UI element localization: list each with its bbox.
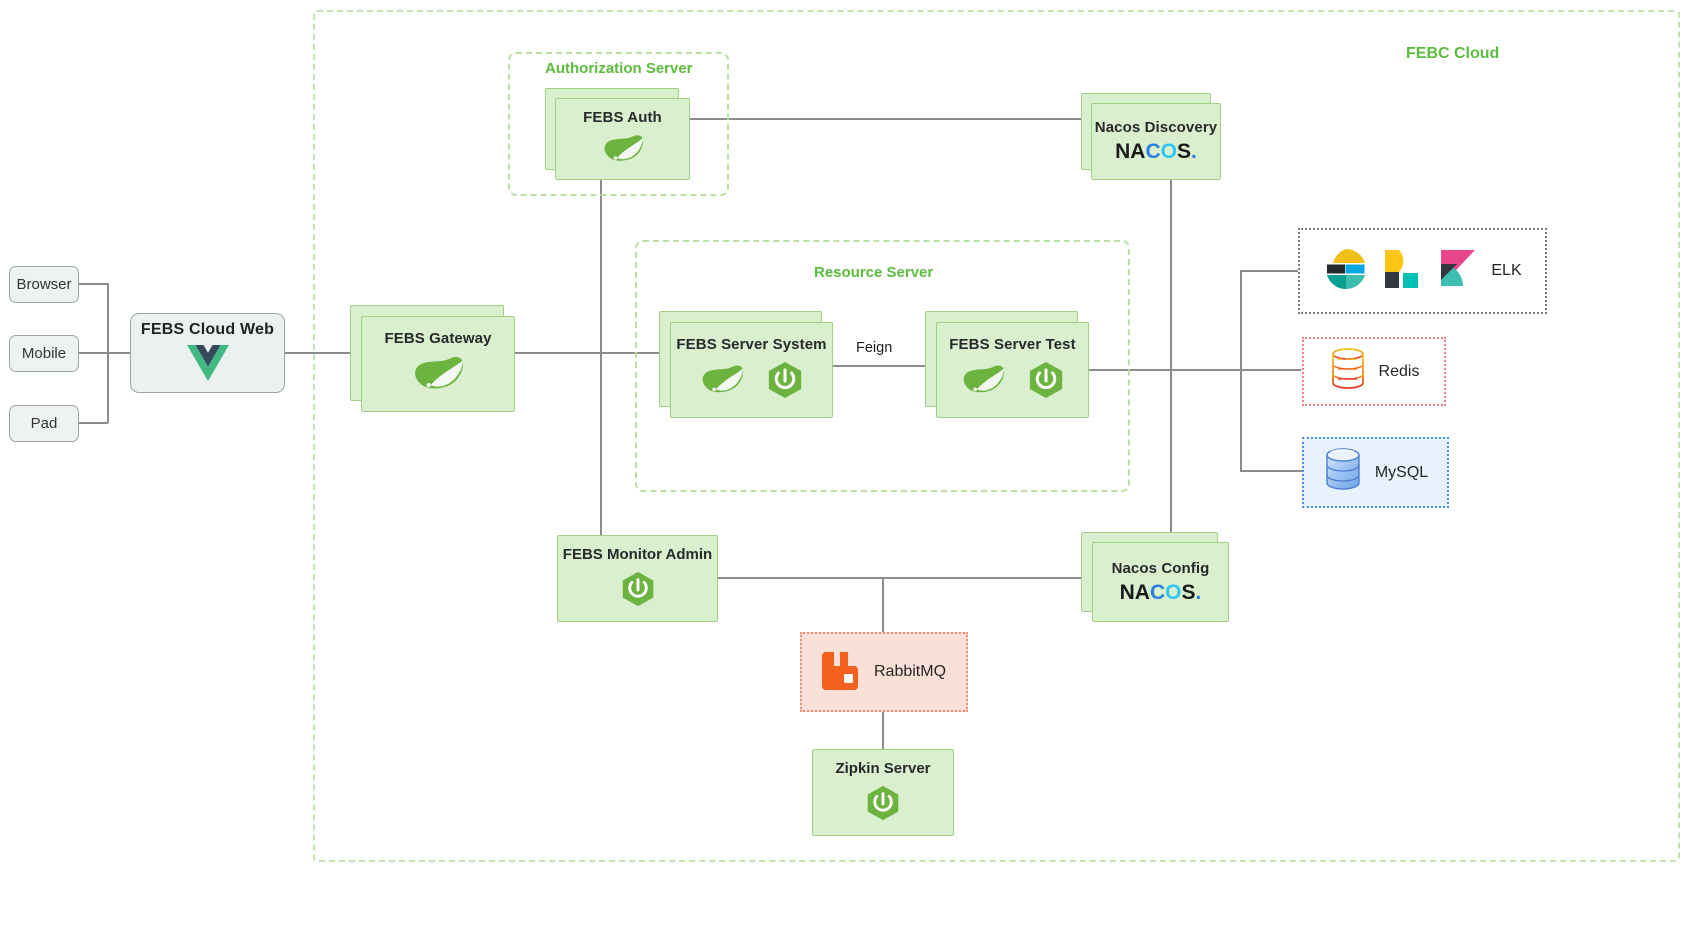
nacos-discovery-service[interactable]: Nacos Discovery NACOS. [1081,93,1221,180]
edge-client-bus [107,283,109,423]
febs-auth-label: FEBS Auth [583,109,662,126]
client-mobile[interactable]: Mobile [9,335,79,372]
nacos-discovery-label: Nacos Discovery [1094,119,1218,136]
edge-rabbit-up [882,577,884,632]
edge-monitor-nacosconfig [716,577,1082,579]
edge-bus-elk [1240,270,1300,272]
edge-gateway-resource [513,352,675,354]
spring-leaf-icon [412,355,464,398]
febc-cloud-boundary [313,10,1680,862]
febs-monitor-admin-label: FEBS Monitor Admin [562,545,713,563]
nacos-config-service[interactable]: Nacos Config NACOS. [1081,532,1229,622]
febs-gateway-label: FEBS Gateway [384,330,492,347]
edge-rabbit-zipkin [882,708,884,749]
elasticsearch-icon [1323,246,1369,297]
group-authorization-server [508,52,729,196]
mysql-cylinder-icon [1323,447,1363,498]
febs-server-system-label: FEBS Server System [676,336,827,353]
febs-monitor-admin-service[interactable]: FEBS Monitor Admin [557,535,718,622]
febs-server-system-service[interactable]: FEBS Server System [659,311,833,418]
client-pad-label: Pad [30,415,58,432]
nacos-logo-na: NA [1119,580,1150,604]
febs-server-test-label: FEBS Server Test [949,336,1076,353]
group-resource-server-label: Resource Server [814,264,934,281]
edge-web-gateway [284,352,362,354]
febc-cloud-label: FEBC Cloud [1406,45,1500,62]
kibana-icon [1435,246,1481,297]
edge-right-bus [1240,270,1242,470]
edge-bus-mysql [1240,470,1302,472]
edge-test-right [1086,369,1301,371]
client-browser[interactable]: Browser [9,266,79,303]
edge-nacos-vertical [1170,177,1172,532]
edge-auth-top [600,118,1082,120]
group-authorization-server-label: Authorization Server [545,60,693,77]
nacos-config-label: Nacos Config [1111,559,1210,577]
zipkin-server-label: Zipkin Server [835,759,931,777]
edge-label-feign: Feign [851,340,898,356]
nacos-logo-s: S [1181,580,1196,604]
redis-cylinder-icon [1329,347,1367,396]
edge-mobile-bus [79,352,134,354]
febs-gateway-service[interactable]: FEBS Gateway [350,305,515,412]
spring-leaf-icon [961,364,1005,401]
zipkin-server-service[interactable]: Zipkin Server [812,749,954,836]
redis-store[interactable]: Redis [1302,337,1446,406]
nacos-logo-s: S [1177,140,1192,163]
client-mobile-label: Mobile [21,345,67,362]
febs-cloud-web-label: FEBS Cloud Web [140,320,275,338]
mysql-label: MySQL [1374,463,1429,481]
rabbitmq-store[interactable]: RabbitMQ [800,632,968,712]
elk-label: ELK [1491,262,1522,279]
edge-browser-bus [79,283,108,285]
nacos-logo-c: C [1145,140,1161,163]
nacos-logo-o: O [1165,580,1182,604]
vue-icon [186,344,229,386]
nacos-logo-dot: . [1195,580,1202,604]
spring-boot-icon [766,361,804,404]
group-resource-server [635,240,1130,492]
nacos-logo-dot: . [1191,140,1197,163]
spring-leaf-icon [602,134,644,169]
redis-label: Redis [1378,362,1420,380]
febs-server-test-service[interactable]: FEBS Server Test [925,311,1089,418]
nacos-logo: NACOS. [1120,581,1202,605]
spring-boot-icon [1027,361,1065,404]
nacos-logo: NACOS. [1115,140,1197,164]
spring-boot-icon [865,785,901,826]
elk-store[interactable]: ELK [1298,228,1547,314]
spring-boot-icon [620,571,656,612]
edge-feign [820,365,928,367]
febs-auth-service[interactable]: FEBS Auth [545,88,690,180]
mysql-store[interactable]: MySQL [1302,437,1449,508]
spring-leaf-icon [700,364,744,401]
edge-pad-bus [79,422,108,424]
rabbitmq-label: RabbitMQ [873,663,947,680]
client-pad[interactable]: Pad [9,405,79,442]
febs-cloud-web[interactable]: FEBS Cloud Web [130,313,285,393]
logstash-icon [1379,246,1425,297]
nacos-logo-na: NA [1115,140,1146,163]
edge-auth-trunk [600,167,602,557]
nacos-logo-o: O [1160,140,1177,163]
rabbitmq-icon [821,650,858,695]
client-browser-label: Browser [16,276,72,293]
nacos-logo-c: C [1149,580,1166,604]
